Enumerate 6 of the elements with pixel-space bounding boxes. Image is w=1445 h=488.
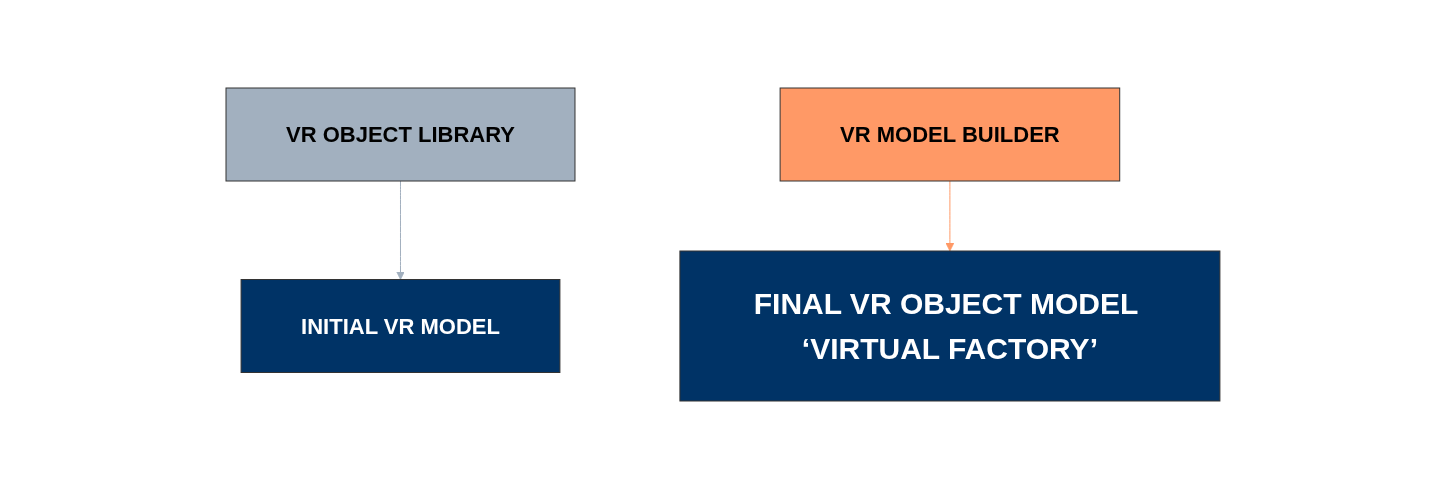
arrow <box>395 180 405 280</box>
node-box: VR MODEL BUILDER <box>779 87 1120 181</box>
arrow <box>945 180 954 251</box>
node-box: INITIAL VR MODEL <box>240 278 560 373</box>
node-box: FINAL VR OBJECT MODEL ‘VIRTUAL FACTORY’ <box>678 250 1220 401</box>
node-box: VR OBJECT LIBRARY <box>225 87 576 181</box>
